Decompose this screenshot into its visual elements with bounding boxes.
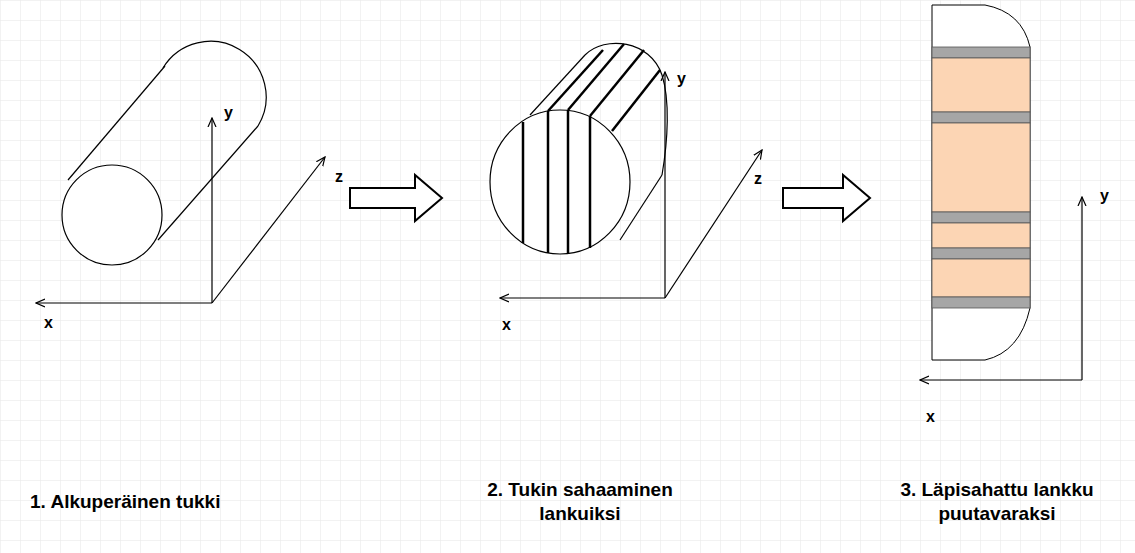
axis-label: z xyxy=(335,168,343,186)
step-caption: 2. Tukin sahaaminen lankuiksi xyxy=(455,478,705,526)
log-cylinder xyxy=(62,41,266,265)
axis-label: x xyxy=(502,316,511,334)
axis-label: x xyxy=(926,408,935,426)
sawn-log xyxy=(490,43,667,254)
axis-label: z xyxy=(754,170,762,188)
step-caption: 3. Läpisahattu lankku puutavaraksi xyxy=(872,478,1122,526)
axis-label: y xyxy=(224,104,233,122)
axis-label: y xyxy=(1100,187,1109,205)
process-arrow xyxy=(783,175,870,221)
saw-lines xyxy=(523,44,660,254)
axis-label: y xyxy=(677,70,686,88)
step-caption: 1. Alkuperäinen tukki xyxy=(30,490,330,514)
axes-3 xyxy=(920,197,1082,380)
axes-1 xyxy=(36,118,325,303)
axis-label: x xyxy=(44,314,53,332)
axes-2 xyxy=(500,72,762,298)
process-arrow xyxy=(350,175,442,221)
plank xyxy=(932,5,1030,360)
